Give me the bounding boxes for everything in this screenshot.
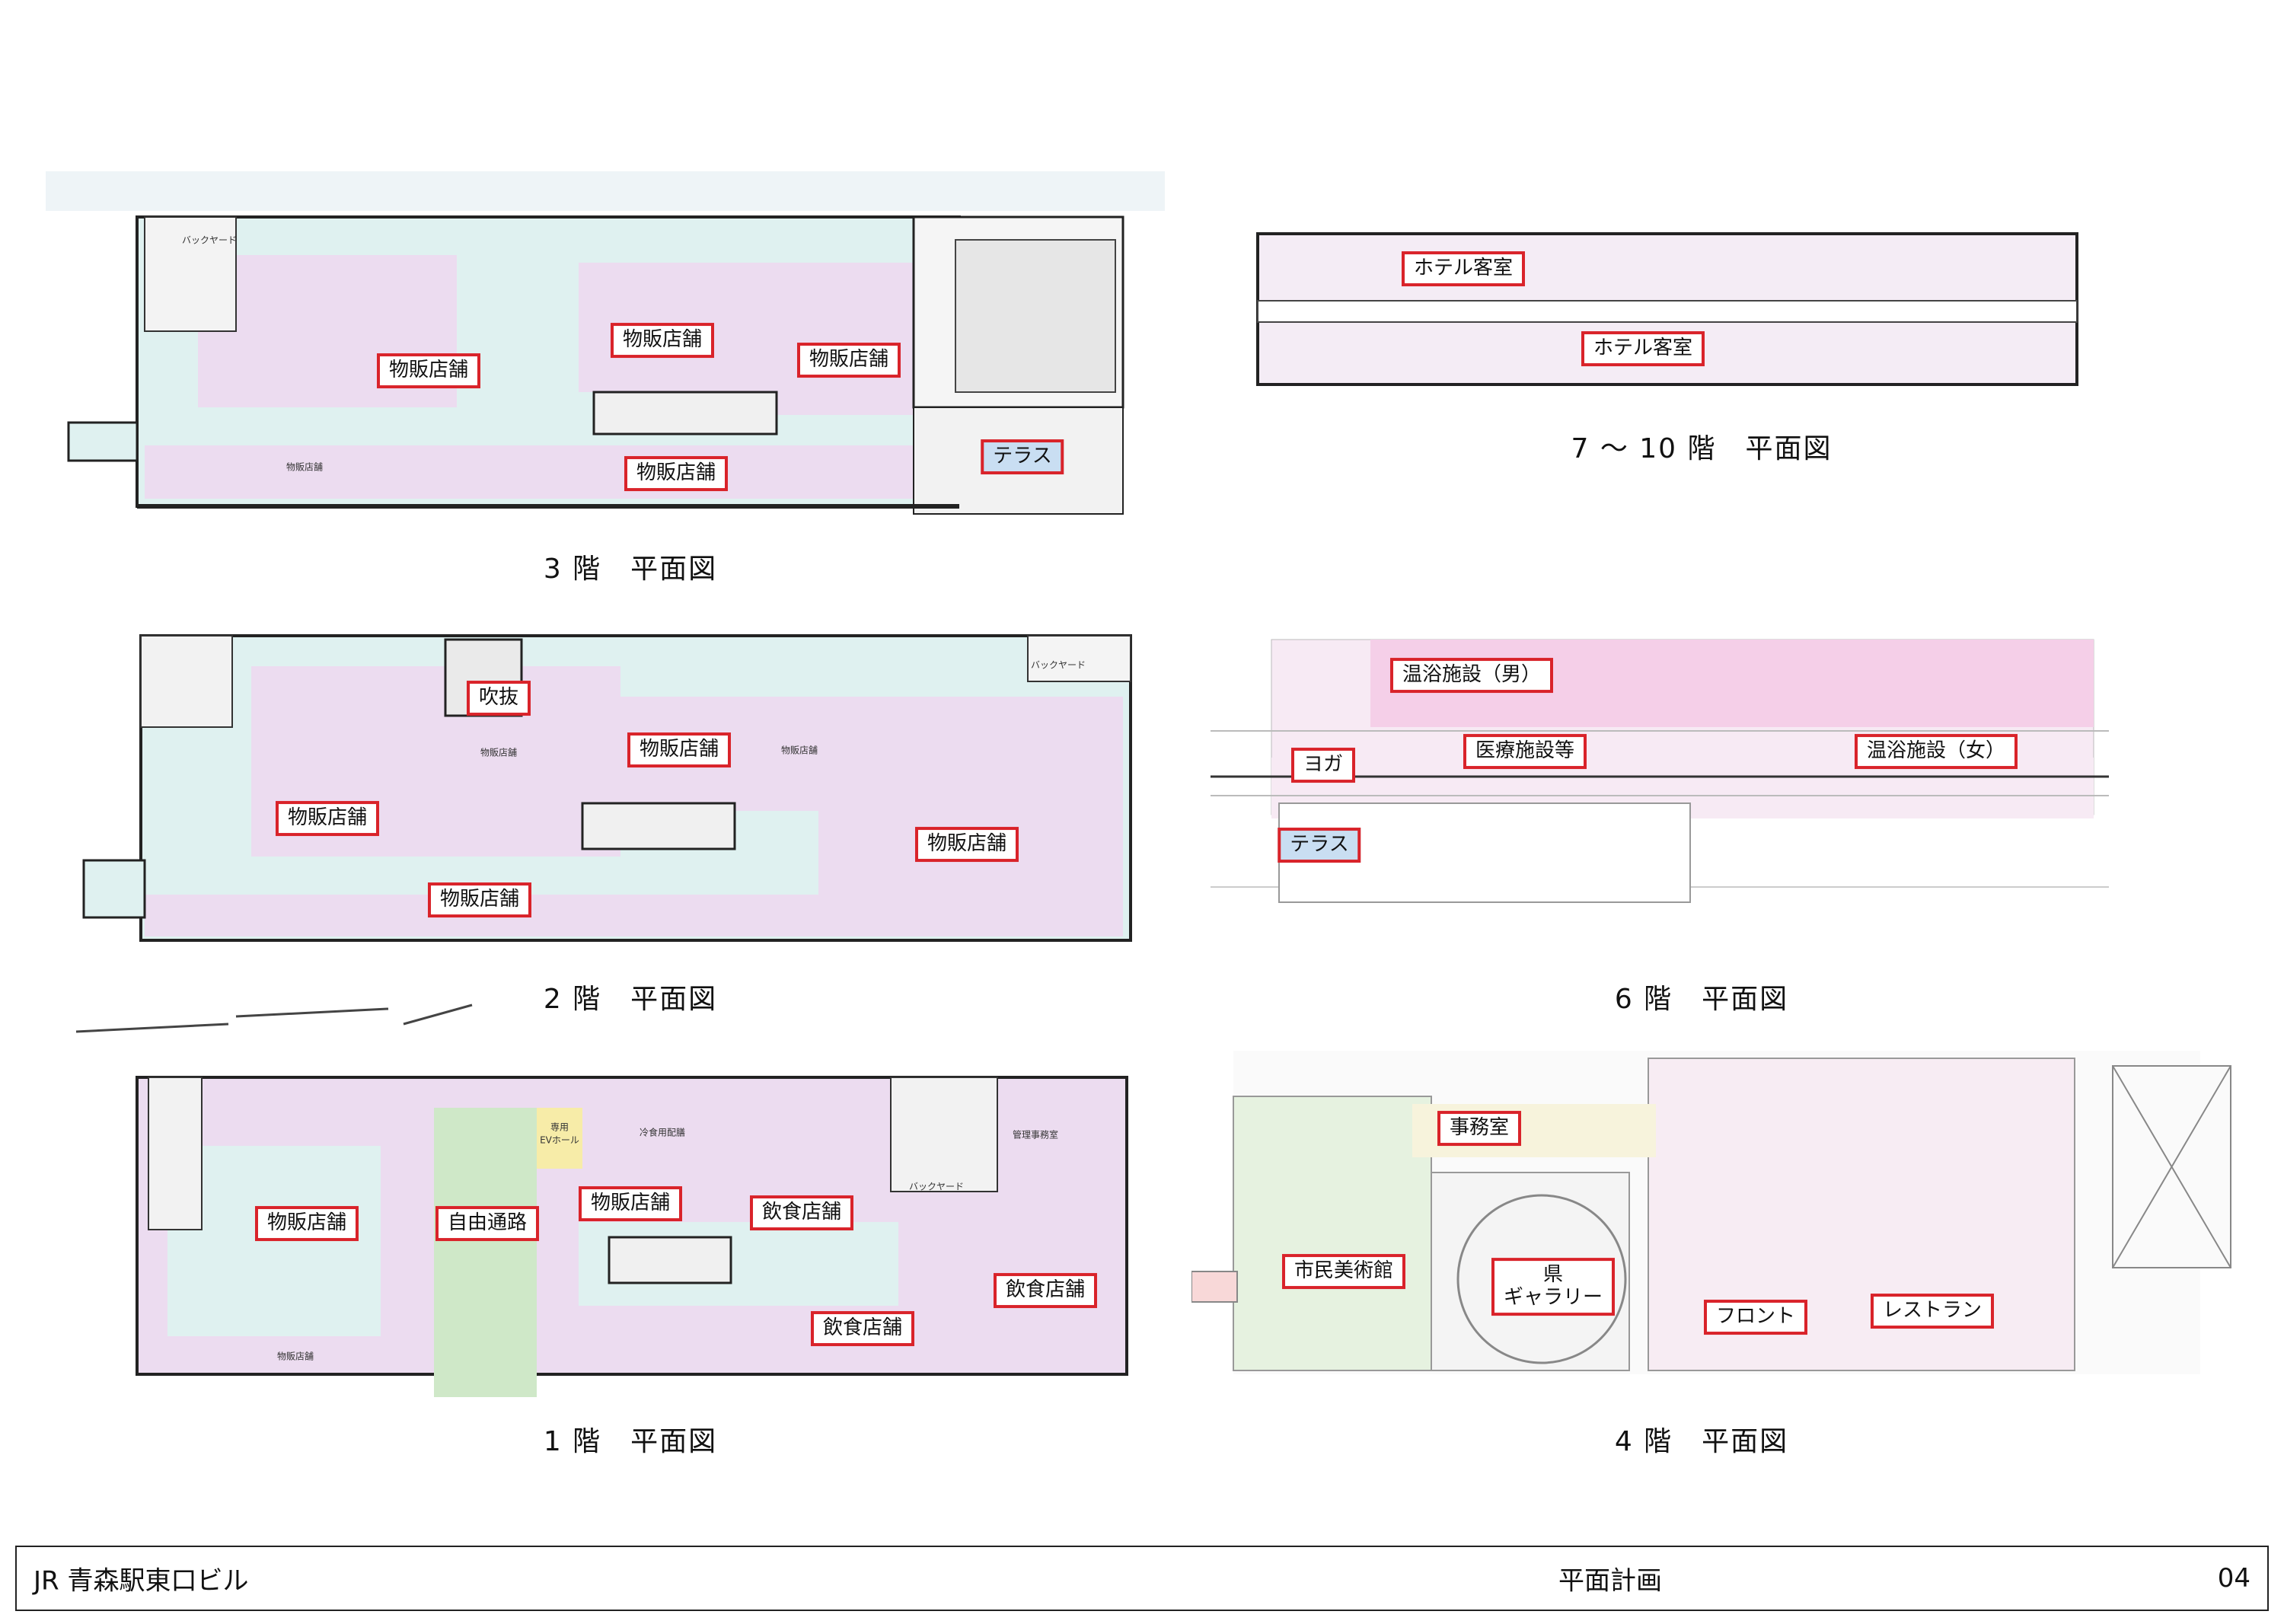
label-prefecture-gallery: 県 ギャラリー (1491, 1258, 1616, 1316)
label-retail-store: 物販店舗 (254, 1206, 359, 1241)
label-medical: 医療施設等 (1463, 734, 1587, 769)
label-backyard: バックヤード (181, 235, 238, 246)
label-management-office: 管理事務室 (1012, 1129, 1059, 1141)
label-restaurant: 飲食店舗 (749, 1195, 854, 1230)
building-name: JR 青森駅東口ビル (33, 1565, 249, 1597)
label-office: 事務室 (1437, 1111, 1522, 1146)
label-backyard: バックヤード (908, 1181, 965, 1192)
label-retail-store: 物販店舗 (610, 323, 715, 358)
label-retail-store: 物販店舗 (427, 882, 532, 917)
label-hotel-room: ホテル客室 (1401, 251, 1526, 286)
label-retail-store: 物販店舗 (275, 801, 380, 836)
label-city-art-museum: 市民美術館 (1281, 1254, 1406, 1289)
label-atrium: 吹抜 (466, 681, 531, 716)
label-food-area: 冷食用配膳 (639, 1127, 686, 1138)
label-dedicated: 専用 (550, 1121, 569, 1133)
label-retail-small: 物販店舗 (286, 461, 324, 473)
label-terrace: テラス (1278, 828, 1361, 863)
floor-plan-6f: 温浴施設（男） ヨガ 医療施設等 温浴施設（女） テラス (1211, 621, 2109, 925)
caption-1f: 1 階 平面図 (543, 1426, 718, 1457)
label-retail-store: 物販店舗 (624, 456, 729, 491)
label-bath-women: 温浴施設（女） (1854, 734, 2018, 769)
label-restaurant: 飲食店舗 (993, 1273, 1098, 1308)
label-backyard: バックヤード (1030, 659, 1086, 671)
label-retail-store: 物販店舗 (796, 343, 901, 378)
label-yoga: ヨガ (1290, 748, 1356, 783)
label-retail-small: 物販店舗 (780, 745, 818, 756)
label-retail-small: 物販店舗 (480, 747, 518, 758)
floor-plan-1f-drawing (75, 1003, 1128, 1397)
caption-4f: 4 階 平面図 (1614, 1426, 1789, 1457)
label-ev-hall: EVホール (540, 1134, 579, 1146)
floor-plan-2f: 吹抜 物販店舗 物販店舗 物販店舗 物販店舗 バックヤード 物販店舗 物販店舗 (46, 621, 1172, 944)
label-terrace: テラス (981, 439, 1064, 474)
floor-plan-2f-drawing (82, 634, 1132, 942)
floor-plan-1f: 物販店舗 自由通路 物販店舗 飲食店舗 飲食店舗 飲食店舗 専用 EVホール 冷… (46, 994, 1172, 1405)
label-front-desk: フロント (1703, 1300, 1808, 1335)
label-hotel-room: ホテル客室 (1581, 331, 1705, 366)
label-restaurant: レストラン (1870, 1294, 1995, 1329)
sheet-title: 平面計画 (1558, 1565, 1662, 1597)
label-retail-store: 物販店舗 (578, 1186, 683, 1221)
floor-plan-3f: 物販店舗 物販店舗 物販店舗 物販店舗 テラス バックヤード 物販店舗 (46, 171, 1172, 529)
caption-2f: 2 階 平面図 (543, 984, 718, 1015)
page-number: 04 (2217, 1563, 2251, 1594)
label-retail-store: 物販店舗 (914, 827, 1019, 862)
label-restaurant: 飲食店舗 (810, 1311, 915, 1346)
title-block: JR 青森駅東口ビル 平面計画 04 (15, 1546, 2269, 1611)
label-free-passage: 自由通路 (435, 1206, 540, 1241)
floor-plan-3f-drawing (46, 171, 1165, 515)
caption-7-10f: 7 〜 10 階 平面図 (1571, 433, 1833, 464)
caption-6f: 6 階 平面図 (1614, 984, 1789, 1015)
caption-3f: 3 階 平面図 (543, 554, 718, 585)
label-retail-store: 物販店舗 (376, 353, 481, 388)
label-bath-men: 温浴施設（男） (1389, 658, 1554, 693)
floor-plan-4f: 事務室 市民美術館 県 ギャラリー フロント レストラン (1191, 1043, 2242, 1378)
floor-plan-4f-drawing (1191, 1051, 2231, 1374)
floor-plan-7-10f: ホテル客室 ホテル客室 (1256, 232, 2078, 388)
label-retail-small: 物販店舗 (276, 1351, 314, 1362)
label-retail-store: 物販店舗 (627, 732, 732, 767)
